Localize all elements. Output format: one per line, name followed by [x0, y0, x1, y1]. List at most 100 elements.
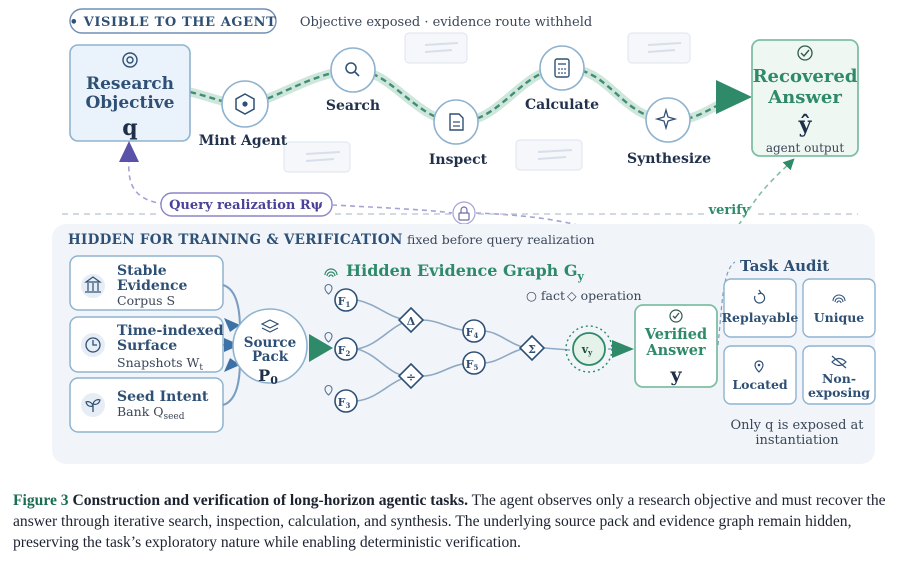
caption-title: Construction and verification of long-ho… [72, 492, 468, 509]
stable-sub: Corpus S [117, 293, 175, 308]
sparkle-icon [654, 107, 678, 131]
hidden-panel [52, 224, 875, 464]
fact-f4-label: F [466, 326, 474, 339]
fact-f4-index: 4 [473, 331, 478, 340]
fact-pins [324, 283, 333, 396]
fact-f2-label: F [338, 344, 346, 357]
audit-replayable [723, 278, 797, 338]
svg-text:F1: F1 [338, 295, 351, 309]
search-node [330, 47, 376, 93]
hidden-badge: HIDDEN FOR TRAINING & VERIFICATION [68, 232, 403, 248]
inspect-label: Inspect [429, 152, 488, 168]
verify-label: verify [708, 203, 750, 218]
audit-note-line1: Only q is exposed at [730, 418, 864, 433]
fact-f2-index: 2 [345, 349, 350, 358]
fact-f3-label: F [338, 396, 346, 409]
audit-located-label: Located [732, 377, 788, 392]
operation-divide-label: ÷ [406, 370, 416, 384]
fact-f1-label: F [338, 295, 346, 308]
audit-replayable-label: Replayable [722, 310, 799, 325]
bank-icon [84, 276, 102, 293]
graph-title-index: y [577, 270, 585, 283]
fact-f5-index: 5 [473, 363, 478, 372]
visible-section: • VISIBLE TO THE AGENT Objective exposed… [69, 8, 859, 173]
calculate-node [539, 45, 585, 91]
svg-text:F5: F5 [466, 358, 479, 372]
eye-off-icon [831, 355, 847, 369]
time-line1: Time-indexed [117, 323, 224, 339]
svg-text:F3: F3 [338, 396, 351, 410]
source-pack-node [232, 308, 308, 384]
pin-icon [754, 360, 764, 373]
path-arrowhead [716, 80, 752, 114]
fact-node-f1: F1 [334, 288, 358, 312]
verify-link: verify [679, 158, 795, 306]
objective-symbol: q [122, 115, 137, 141]
recovered-line2: Answer [767, 87, 842, 108]
operation-node-delta: Δ [397, 306, 425, 334]
visible-badge-label: • VISIBLE TO THE AGENT [70, 15, 277, 30]
lock-icon [458, 206, 470, 221]
value-node-index: y [587, 348, 593, 357]
value-node-label: v [581, 343, 589, 356]
recovered-note: agent output [766, 141, 844, 155]
seed-sub-index: seed [163, 412, 184, 422]
fact-node-f5: F5 [462, 351, 486, 375]
check-circle-icon [797, 45, 813, 61]
caption-text: The agent observes only a research objec… [13, 492, 886, 551]
time-sub: Snapshots W [117, 355, 199, 370]
stable-line2: Evidence [117, 278, 188, 294]
verified-line1: Verified [644, 326, 707, 343]
stable-line1: Stable [117, 263, 167, 279]
operation-sum-label: Σ [528, 343, 536, 356]
svg-text:F4: F4 [466, 326, 479, 340]
hidden-section: HIDDEN FOR TRAINING & VERIFICATION fixed… [52, 224, 876, 464]
audit-non-exposing-label2: exposing [808, 385, 870, 400]
fact-node-f3: F3 [334, 389, 358, 413]
verified-check-icon [669, 309, 683, 323]
operation-node-sum: Σ [518, 334, 546, 362]
calculator-icon [554, 58, 570, 78]
hexagon-agent-icon [235, 93, 255, 115]
operation-node-divide: ÷ [397, 362, 425, 390]
value-arrow [612, 340, 634, 358]
seed-line1: Seed Intent [117, 389, 209, 405]
task-audit-title: Task Audit [740, 257, 829, 275]
fact-f1-index: 1 [345, 300, 350, 309]
audit-non-exposing [802, 345, 876, 405]
input-time-indexed: Time-indexed Surface Snapshots Wt [69, 316, 224, 373]
time-line2: Surface [117, 338, 177, 354]
objective-line2: Objective [85, 93, 174, 113]
verified-answer-box [634, 304, 718, 388]
source-pack-symbol: P [258, 366, 270, 385]
recovered-symbol: ŷ [798, 112, 813, 138]
fact-f3-index: 3 [345, 401, 350, 410]
layers-icon [260, 319, 280, 333]
task-construction-diagram: • VISIBLE TO THE AGENT Objective exposed… [52, 8, 876, 464]
search-icon [345, 62, 360, 77]
background-cards [283, 32, 691, 173]
time-sub-wrapper: Snapshots Wt [117, 355, 203, 373]
search-label: Search [326, 98, 380, 114]
source-pack-line2: Pack [252, 349, 289, 365]
query-realization-label: Query realization Rψ [169, 198, 323, 213]
figure-caption: Figure 3 Construction and verification o… [13, 490, 913, 553]
fingerprint-icon [832, 294, 846, 304]
graph-title-wrapper: Hidden Evidence Graph Gy [346, 261, 585, 283]
value-node: vy [565, 325, 613, 373]
sprout-icon [85, 399, 101, 412]
audit-located [723, 345, 797, 405]
graph-title: Hidden Evidence Graph G [346, 261, 578, 280]
seed-sub-wrapper: Bank Qseed [117, 404, 185, 422]
synthesize-label: Synthesize [627, 151, 711, 167]
source-pack-line1: Source [244, 335, 297, 351]
recovered-line1: Recovered [753, 66, 858, 87]
time-sub-index: t [199, 363, 203, 373]
seed-sub: Bank Q [117, 404, 163, 419]
query-realization-pill [160, 192, 333, 217]
visible-badge [69, 8, 277, 34]
audit-unique-label: Unique [814, 310, 865, 325]
source-pack-symbol-wrapper: P0 [258, 366, 278, 387]
input-stable-evidence: Stable Evidence Corpus S [69, 255, 224, 311]
svg-text:vy: vy [581, 343, 593, 357]
